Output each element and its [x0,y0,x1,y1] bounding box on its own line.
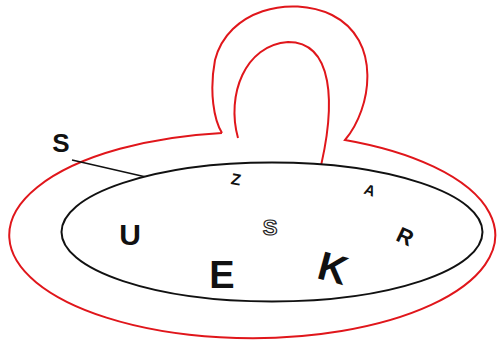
system-label: S [52,130,69,156]
element-letter: E [209,256,234,294]
loop-inner-strand [234,42,328,178]
element-letter: U [119,220,141,250]
arrow-head [252,168,338,218]
system-ellipse: UZSAREK [60,161,484,303]
leader-line [72,160,146,177]
loop-outline [9,6,495,338]
element-letter: S [263,217,278,239]
